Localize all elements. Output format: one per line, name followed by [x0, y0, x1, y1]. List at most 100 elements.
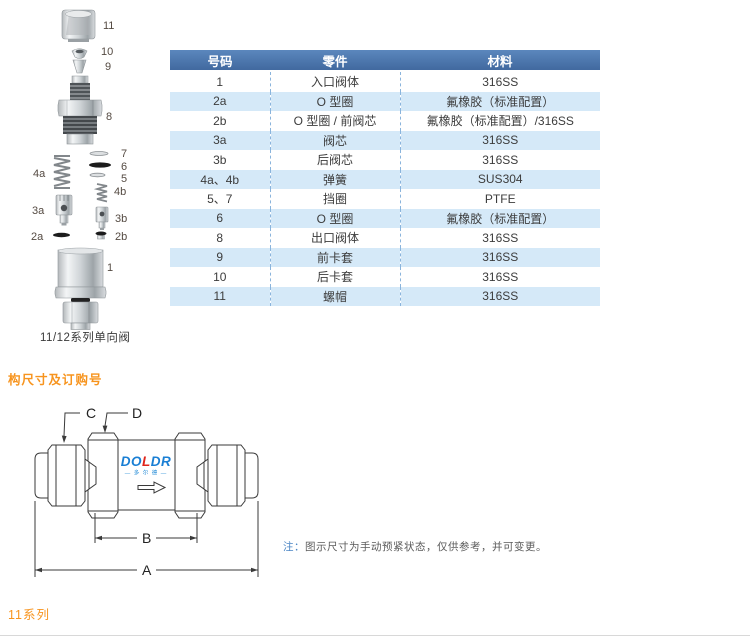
part-6-o-ring — [89, 162, 111, 168]
part-label-3a: 3a — [32, 205, 45, 217]
part-label-1: 1 — [107, 262, 113, 274]
part-2a-o-ring — [53, 232, 70, 238]
part-10-back-ferrule — [71, 48, 88, 59]
table-cell: 氟橡胶（标准配置）/316SS — [399, 111, 600, 131]
table-cell: 入口阀体 — [269, 71, 400, 92]
table-cell: O 型圈 — [269, 91, 400, 111]
table-cell: 10 — [213, 269, 227, 284]
table-cell: 3b — [213, 152, 227, 167]
svg-text:DOLDR: DOLDR — [121, 454, 172, 469]
part-label-8: 8 — [106, 111, 112, 123]
table-cell: 316SS — [399, 286, 600, 306]
bottom-divider — [0, 635, 750, 636]
table-cell: 氟橡胶（标准配置） — [399, 91, 600, 111]
table-cell: 4a、4b — [200, 172, 240, 187]
part-label-10: 10 — [101, 46, 113, 58]
table-cell: 后卡套 — [269, 267, 400, 287]
table-header-part: 零件 — [270, 50, 400, 72]
table-cell: 后阀芯 — [269, 150, 400, 170]
left-nut-outline — [47, 444, 86, 507]
dim-label-d: D — [132, 405, 142, 421]
right-ferrule — [203, 458, 209, 493]
part-2b-o-ring-front-poppet — [95, 231, 107, 240]
table-cell: 2b — [213, 113, 227, 128]
table-cell: 挡圈 — [269, 189, 400, 209]
table-cell: 5、7 — [207, 192, 233, 207]
part-11-nut — [61, 9, 96, 42]
note-prefix: 注： — [283, 541, 305, 553]
part-label-7: 7 — [121, 148, 127, 160]
right-ferrule-inner — [196, 461, 205, 490]
part-label-11: 11 — [103, 20, 114, 32]
table-cell: 316SS — [399, 130, 600, 150]
left-ferrule — [84, 458, 90, 493]
left-end-cap — [34, 452, 49, 499]
part-label-6: 6 — [121, 161, 127, 173]
table-cell: 9 — [216, 250, 224, 265]
table-cell: 316SS — [399, 267, 600, 287]
right-end-cap — [244, 452, 259, 499]
part-3a-poppet — [55, 194, 73, 226]
table-cell: 3a — [213, 133, 227, 148]
diagram-caption: 11/12系列单向阀 — [40, 332, 131, 344]
table-cell: 1 — [216, 74, 224, 89]
table-cell: 螺帽 — [269, 286, 400, 306]
table-cell: 316SS — [399, 150, 600, 170]
table-cell: 11 — [213, 289, 226, 304]
part-7-backup-ring — [89, 151, 109, 156]
part-4a-spring — [53, 154, 71, 190]
part-label-2a: 2a — [31, 231, 44, 243]
table-cell: 阀芯 — [269, 130, 400, 150]
exploded-diagram: 11 10 9 8 7 6 5 4b 4a 3b 3a 2b 2a 1 — [31, 9, 127, 330]
table-cell: 2a — [213, 94, 227, 109]
table-cell: O 型圈 — [269, 208, 400, 228]
table-row: 2a O 型圈氟橡胶（标准配置） — [170, 91, 600, 111]
table-cell: 弹簧 — [269, 169, 400, 189]
table-cell: O 型圈 / 前阀芯 — [269, 111, 400, 131]
section-title: 构尺寸及订购号 — [8, 373, 103, 387]
part-9-front-ferrule — [72, 59, 87, 74]
left-hex-collar — [87, 432, 119, 519]
dim-label-b: B — [142, 530, 151, 546]
part-5-backup-ring — [89, 172, 106, 178]
part-label-5: 5 — [121, 173, 127, 185]
part-1-inlet-body — [54, 247, 107, 330]
table-cell: 氟橡胶（标准配置） — [399, 208, 600, 228]
part-label-9: 9 — [105, 61, 111, 73]
series-footer-label: 11系列 — [8, 608, 50, 622]
table-row: 2b O 型圈 / 前阀芯氟橡胶（标准配置）/316SS — [170, 111, 600, 131]
valve-body-outline — [115, 439, 178, 511]
table-cell: 316SS — [399, 247, 600, 267]
table-cell: 出口阀体 — [269, 228, 400, 248]
part-label-4a: 4a — [33, 168, 46, 180]
table-cell: 316SS — [399, 228, 600, 248]
dimension-drawing: C D DOLDR — 多 尔 德 — B A — [34, 405, 259, 578]
part-label-2b: 2b — [115, 231, 127, 243]
part-4b-spring — [93, 183, 108, 203]
part-3b-poppet — [95, 206, 109, 230]
table-header-number: 号码 — [170, 50, 270, 72]
table-cell: 8 — [216, 230, 224, 245]
dim-label-c: C — [86, 405, 96, 421]
table-row: 6 O 型圈氟橡胶（标准配置） — [170, 208, 600, 228]
table-cell: 6 — [216, 211, 224, 226]
left-ferrule-inner — [88, 461, 97, 490]
right-hex-collar — [174, 432, 206, 519]
right-nut-outline — [207, 444, 246, 507]
brand-logo-subtext: — 多 尔 德 — — [125, 469, 168, 477]
part-label-3b: 3b — [115, 213, 127, 225]
table-header-row: 号码 零件 材料 — [170, 50, 600, 72]
table-header-material: 材料 — [400, 50, 600, 72]
part-8-outlet-body — [57, 75, 103, 145]
part-label-4b: 4b — [114, 186, 126, 198]
